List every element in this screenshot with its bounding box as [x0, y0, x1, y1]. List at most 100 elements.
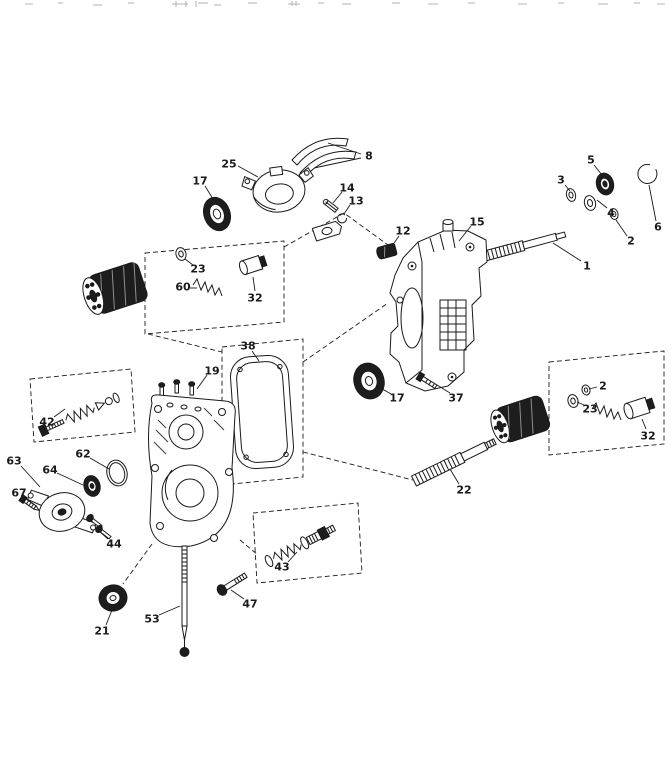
- callout-leader-17-18: [378, 386, 392, 395]
- part-spring-right: [591, 401, 622, 421]
- callout-label-8-1: 8: [365, 150, 373, 163]
- part-1-input-shaft: [479, 231, 567, 263]
- callout-label-15-10: 15: [469, 216, 484, 229]
- callout-label-62-27: 62: [75, 448, 90, 461]
- callout-leader-42-24: [53, 408, 66, 418]
- part-23-washer-left: [175, 247, 187, 261]
- callout-label-60-14: 60: [175, 281, 191, 294]
- axis-line: [283, 212, 389, 248]
- callout-label-44-29: 44: [106, 538, 122, 551]
- axis-line: [302, 302, 389, 363]
- part-6-snap-ring: [637, 163, 658, 184]
- callout-leader-2-20: [588, 386, 598, 390]
- callout-leader-1-11: [552, 242, 582, 262]
- part-32-plug-left: [238, 254, 268, 276]
- callout-label-5-5: 5: [587, 154, 595, 167]
- callout-leader-38-16: [251, 350, 260, 362]
- part-60-spring: [192, 277, 223, 297]
- callout-label-42-24: 42: [39, 416, 54, 429]
- part-38-gasket: [230, 354, 294, 470]
- callout-leader-32-15: [252, 276, 256, 292]
- callout-label-14-3: 14: [339, 182, 355, 195]
- callout-label-1-11: 1: [583, 260, 591, 273]
- callout-leader-47-32: [230, 589, 245, 600]
- callout-leader-67-28: [24, 497, 34, 505]
- callout-label-2-20: 2: [599, 380, 607, 393]
- part-3-washer: [565, 188, 577, 202]
- callout-label-47-32: 47: [242, 598, 257, 611]
- callout-label-4-7: 4: [607, 207, 615, 220]
- part-64-bearing: [83, 475, 101, 497]
- dashed-box-left-plug-group: [144, 240, 285, 335]
- part-67-bolt: [18, 494, 41, 512]
- callout-label-63-25: 63: [6, 455, 21, 468]
- callout-leader-23-13: [184, 258, 194, 266]
- callout-leader-19-17: [196, 374, 208, 390]
- part-roller-left: [82, 262, 148, 315]
- axis-line: [122, 543, 153, 585]
- callout-leader-43-33: [287, 551, 298, 563]
- part-44-screws: [86, 513, 112, 540]
- callout-label-19-17: 19: [204, 365, 219, 378]
- callout-label-23-21: 23: [582, 403, 597, 416]
- part-62-oring: [106, 459, 128, 487]
- part-23-washer-right: [567, 394, 579, 408]
- part-pin-bracket: [311, 220, 342, 242]
- callout-leader-5-5: [593, 164, 603, 176]
- part-4-washer: [583, 195, 597, 211]
- callout-leader-25-0: [237, 165, 259, 178]
- callout-label-25-0: 25: [221, 158, 236, 171]
- part-21-seal: [98, 584, 128, 612]
- callout-leader-2-8: [615, 219, 628, 237]
- callout-label-17-18: 17: [389, 392, 404, 405]
- callout-leader-13-4: [343, 204, 351, 215]
- callout-leader-15-10: [458, 225, 472, 242]
- callout-leader-4-7: [596, 199, 608, 209]
- part-19-cover: [148, 379, 236, 548]
- callout-label-12-12: 12: [395, 225, 410, 238]
- part-17-seal-bottom: [353, 362, 385, 400]
- callout-leader-44-29: [97, 529, 109, 540]
- callout-label-38-16: 38: [240, 340, 255, 353]
- callout-label-2-8: 2: [627, 235, 635, 248]
- part-37-bolt: [415, 371, 438, 390]
- part-53-stud: [179, 545, 190, 657]
- callout-leader-53-31: [158, 605, 181, 616]
- callout-leader-14-3: [332, 191, 343, 204]
- callout-leader-3-6: [564, 184, 571, 192]
- callout-leader-6-9: [648, 184, 657, 222]
- callout-label-23-13: 23: [190, 263, 205, 276]
- part-2-washer-top: [609, 208, 619, 220]
- part-12-plug: [376, 243, 398, 260]
- part-42-assembly: [37, 392, 120, 437]
- callout-leader-63-25: [20, 465, 41, 488]
- callout-leader-22-23: [449, 468, 460, 485]
- callout-label-3-6: 3: [557, 174, 565, 187]
- callout-leader-62-27: [89, 457, 110, 470]
- part-32-plug-right: [623, 396, 656, 420]
- axis-line: [302, 451, 414, 481]
- scan-artifacts: [25, 1, 665, 7]
- callout-leader-12-12: [391, 235, 400, 247]
- callout-leader-37-19: [436, 384, 451, 394]
- callout-label-67-28: 67: [11, 487, 26, 500]
- callout-label-32-22: 32: [640, 430, 655, 443]
- part-43-assembly: [264, 524, 337, 568]
- part-17-seal-top: [202, 196, 232, 232]
- axis-line: [147, 333, 223, 353]
- callout-label-21-30: 21: [94, 625, 109, 638]
- callout-leader-64-26: [56, 472, 84, 486]
- part-22-shaft: [410, 438, 497, 487]
- callout-leader-17-2: [204, 185, 214, 200]
- part-13-clip: [337, 213, 348, 224]
- callout-label-22-23: 22: [456, 484, 471, 497]
- part-47-bolt: [216, 572, 248, 596]
- callout-label-53-31: 53: [144, 613, 159, 626]
- part-63-flange: [26, 489, 97, 534]
- dashed-box-42: [29, 368, 136, 443]
- callout-leader-23-21: [576, 401, 585, 406]
